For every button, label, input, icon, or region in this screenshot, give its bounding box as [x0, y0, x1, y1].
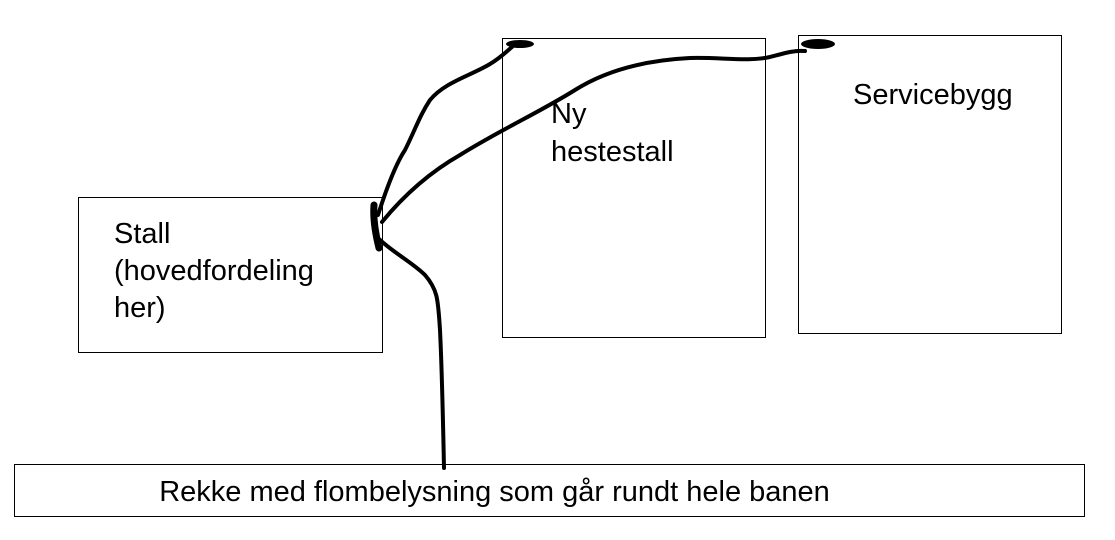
cable-to-flombelysning-row [376, 236, 446, 470]
flombelysning-row-label: Rekke med flombelysning som går rundt he… [159, 476, 830, 508]
cable-to-ny-hestestall [376, 45, 514, 217]
stall-box: Stall (hovedfordeling her) [78, 197, 383, 353]
servicebygg-label: Servicebygg [853, 79, 1013, 111]
ny-hestestall-box: Ny hestestall [502, 38, 766, 338]
servicebygg-box: Servicebygg [798, 35, 1062, 334]
stall-label: Stall (hovedfordeling her) [114, 218, 314, 324]
flombelysning-row-box: Rekke med flombelysning som går rundt he… [14, 464, 1085, 517]
ny-hestestall-label: Ny hestestall [551, 98, 674, 168]
